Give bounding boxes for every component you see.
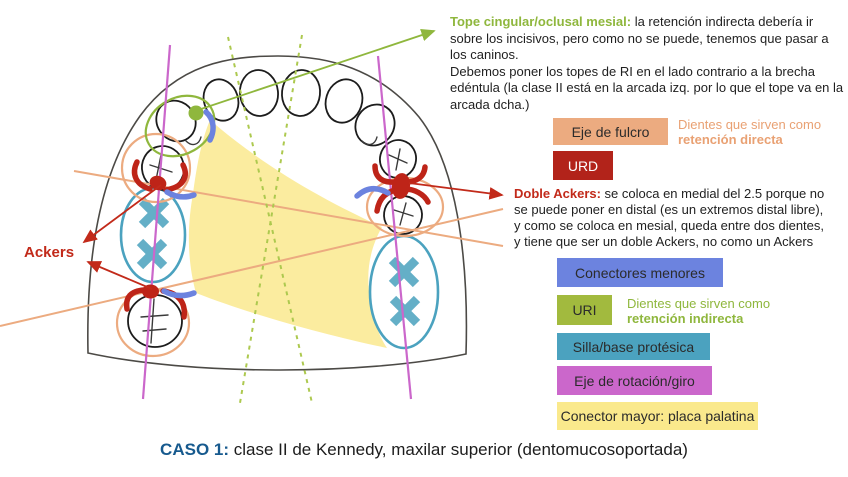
legend-silla-label: Silla/base protésica <box>572 338 695 355</box>
legend-silla-base-protesica: Silla/base protésica <box>557 333 710 360</box>
legend-conectores-menores-label: Conectores menores <box>575 264 705 281</box>
occlusal-marks-premolar-right-2 <box>393 202 414 226</box>
doble-ackers-annotation-title: Doble Ackers: <box>514 186 601 201</box>
fulcrum-tooth-circle-left-premolar <box>120 132 192 204</box>
retencion-directa-line1: Dientes que sirven como <box>678 117 822 132</box>
slide-caption: CASO 1: clase II de Kennedy, maxilar sup… <box>0 440 848 460</box>
fulcrum-axis-1 <box>73 170 504 247</box>
legend-conector-mayor-label: Conector mayor: placa palatina <box>560 408 755 424</box>
occlusal-marks-molar-left <box>140 298 169 344</box>
arrow-ackers-upper <box>82 184 162 244</box>
occlusal-marks-premolar-right-1 <box>388 148 408 171</box>
retencion-directa-line2: retención directa <box>678 132 783 147</box>
retencion-indirecta-line2: retención indirecta <box>627 311 744 326</box>
legend-eje-de-fulcro: Eje de fulcro <box>553 118 668 145</box>
minor-connector-right <box>354 185 391 199</box>
tooth-incisor <box>324 78 364 124</box>
tooth-incisor <box>281 69 321 117</box>
fulcrum-axis-2 <box>0 208 504 327</box>
tooth-molar-left <box>127 294 183 348</box>
rest-dot <box>391 173 411 199</box>
legend-uri-label: URI <box>572 302 597 318</box>
rotation-axis-right <box>376 55 413 400</box>
tope-annotation-body: la retención indirecta debería ir sobre … <box>450 14 844 112</box>
legend-retencion-indirecta-note: Dientes que sirven como retención indire… <box>627 296 770 326</box>
ackers-label: Ackers <box>24 244 75 261</box>
arrow-to-doble-ackers-note <box>408 182 504 200</box>
legend-uri: URI <box>557 295 612 325</box>
legend-conectores-menores: Conectores menores <box>557 258 723 287</box>
saddle-left <box>119 186 187 284</box>
doble-ackers-annotation: Doble Ackers: se coloca en medial del 2.… <box>514 186 848 250</box>
palatal-plate-connector <box>188 120 387 348</box>
missing-tooth-x <box>389 295 421 327</box>
minor-connector-canine <box>203 109 216 143</box>
caption-text: clase II de Kennedy, maxilar superior (d… <box>229 440 688 459</box>
retencion-indirecta-line1: Dientes que sirven como <box>627 296 771 311</box>
missing-tooth-x <box>136 238 168 270</box>
legend-retencion-directa-note: Dientes que sirven como retención direct… <box>678 117 821 147</box>
legend-eje-de-rotacion: Eje de rotación/giro <box>557 366 712 395</box>
rotation-axis-left <box>141 44 172 400</box>
arrow-to-tope-note <box>200 29 436 110</box>
rest-dot <box>149 175 167 191</box>
doble-ackers-annotation-body: se coloca en medial del 2.5 porque no se… <box>514 186 825 249</box>
cingulum-mark-right <box>361 136 378 146</box>
tope-annotation-title: Tope cingular/oclusal mesial: <box>450 14 632 29</box>
legend-eje-de-fulcro-label: Eje de fulcro <box>571 123 650 140</box>
cingulum-mark-left <box>185 136 202 146</box>
legend-urd: URD <box>553 151 613 180</box>
legend-urd-label: URD <box>567 157 599 174</box>
missing-tooth-x <box>138 197 170 229</box>
uri-rest-dot <box>188 105 204 121</box>
missing-tooth-x <box>388 256 420 288</box>
double-ackers-clasp-right <box>372 163 431 214</box>
minor-connector-left-molar <box>161 288 197 299</box>
ackers-clasp-left-premolar <box>131 159 188 193</box>
tope-annotation: Tope cingular/oclusal mesial: la retenci… <box>450 14 846 113</box>
arrow-ackers-lower <box>86 261 153 290</box>
legend-conector-mayor: Conector mayor: placa palatina <box>557 402 758 430</box>
minor-connector-left-premolar <box>164 189 197 200</box>
legend-rotacion-label: Eje de rotación/giro <box>574 372 695 389</box>
caption-prefix: CASO 1: <box>160 440 230 459</box>
rest-dot <box>142 284 159 299</box>
